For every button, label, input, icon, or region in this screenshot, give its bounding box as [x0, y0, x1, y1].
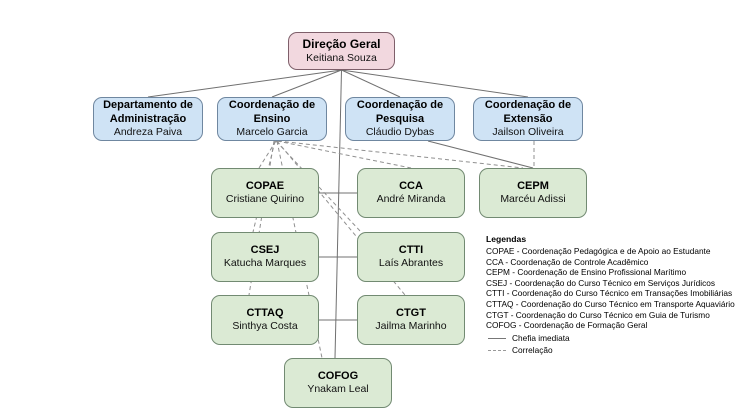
org-node-adm: Departamento de Administração Andreza Pa…	[93, 97, 203, 141]
org-node-cca: CCA André Miranda	[357, 168, 465, 218]
legend-key-label: Chefia imediata	[512, 332, 570, 343]
node-person: Sinthya Costa	[232, 320, 298, 333]
node-title: COFOG	[317, 369, 359, 382]
node-title: CEPM	[517, 179, 549, 192]
org-node-copae: COPAE Cristiane Quirino	[211, 168, 319, 218]
legend-item: CTGT - Coordenação do Curso Técnico em G…	[486, 309, 710, 320]
connector-dg-ext-solid	[341, 69, 529, 98]
legend-items: COPAE - Coordenação Pedagógica e de Apoi…	[486, 246, 744, 331]
legend-item: CCA - Coordenação de Controle Acadêmico	[486, 256, 649, 267]
legend-item: CSEJ - Coordenação do Curso Técnico em S…	[486, 277, 716, 288]
node-title: Departamento de Administração	[103, 99, 193, 125]
node-title: CTTI	[398, 243, 424, 256]
org-node-ctgt: CTGT Jailma Marinho	[357, 295, 465, 345]
legend-key-solid: Chefia imediata	[486, 333, 744, 344]
connector-ens-copae-dashed	[258, 140, 277, 169]
connector-ens-cca-dashed	[276, 140, 412, 169]
legend: Legendas COPAE - Coordenação Pedagógica …	[486, 234, 744, 356]
legend-key-dashed: Correlação	[486, 345, 744, 356]
org-node-ctti: CTTI Laís Abrantes	[357, 232, 465, 282]
node-person: Jailson Oliveira	[492, 126, 564, 139]
node-title: CTGT	[396, 306, 426, 319]
node-title: Coordenação de Extensão	[484, 99, 572, 125]
node-person: Andreza Paiva	[113, 126, 183, 139]
solid-line-sample-icon	[488, 337, 506, 339]
node-title: CCA	[399, 179, 423, 192]
node-person: Jailma Marinho	[375, 320, 447, 333]
node-person: André Miranda	[376, 193, 446, 206]
node-title: CSEJ	[250, 243, 280, 256]
legend-heading: Legendas	[486, 234, 527, 244]
node-title: Coordenação de Pesquisa	[356, 99, 444, 125]
org-node-cttaq: CTTAQ Sinthya Costa	[211, 295, 319, 345]
node-person: Ynakam Leal	[307, 383, 369, 396]
node-title: COPAE	[245, 179, 285, 192]
connector-pes-cepm-solid	[427, 140, 534, 169]
node-title: CTTAQ	[246, 306, 284, 319]
org-node-dg: Direção Geral Keitiana Souza	[288, 32, 395, 70]
org-node-ext: Coordenação de Extensão Jailson Oliveira	[473, 97, 583, 141]
legend-item: CEPM - Coordenação de Ensino Profissiona…	[486, 267, 687, 278]
legend-item: CTTAQ - Coordenação do Curso Técnico em …	[486, 299, 735, 310]
legend-key-label: Correlação	[512, 345, 553, 356]
org-node-cepm: CEPM Marcéu Adissi	[479, 168, 587, 218]
org-node-cofog: COFOG Ynakam Leal	[284, 358, 392, 408]
node-person: Cristiane Quirino	[225, 193, 305, 206]
node-person: Keitiana Souza	[306, 51, 377, 64]
node-title: Coordenação de Ensino	[228, 99, 316, 125]
node-title: Direção Geral	[302, 37, 381, 52]
node-person: Cláudio Dybas	[365, 126, 435, 139]
connector-ens-cepm-dashed	[277, 140, 524, 169]
node-person: Laís Abrantes	[378, 257, 444, 270]
legend-item: COPAE - Coordenação Pedagógica e de Apoi…	[486, 246, 711, 256]
org-node-csej: CSEJ Katucha Marques	[211, 232, 319, 282]
connector-ens-ctgt-dashed	[276, 140, 406, 296]
connector-ens-cttaq-dashed	[248, 140, 275, 296]
org-node-pes: Coordenação de Pesquisa Cláudio Dybas	[345, 97, 455, 141]
dashed-line-sample-icon	[488, 350, 506, 352]
node-person: Marcelo Garcia	[236, 126, 308, 139]
connector-dg-ens-solid	[271, 69, 342, 98]
node-person: Katucha Marques	[223, 257, 307, 270]
org-node-ens: Coordenação de Ensino Marcelo Garcia	[217, 97, 327, 141]
connector-dg-cofog-solid	[334, 69, 342, 359]
node-person: Marcéu Adissi	[500, 193, 566, 206]
connector-dg-adm-solid	[147, 69, 342, 98]
connector-dg-pes-solid	[341, 69, 401, 98]
legend-item: CTTI - Coordenação do Curso Técnico em T…	[486, 288, 733, 299]
legend-item: COFOG - Coordenação de Formação Geral	[486, 320, 648, 331]
